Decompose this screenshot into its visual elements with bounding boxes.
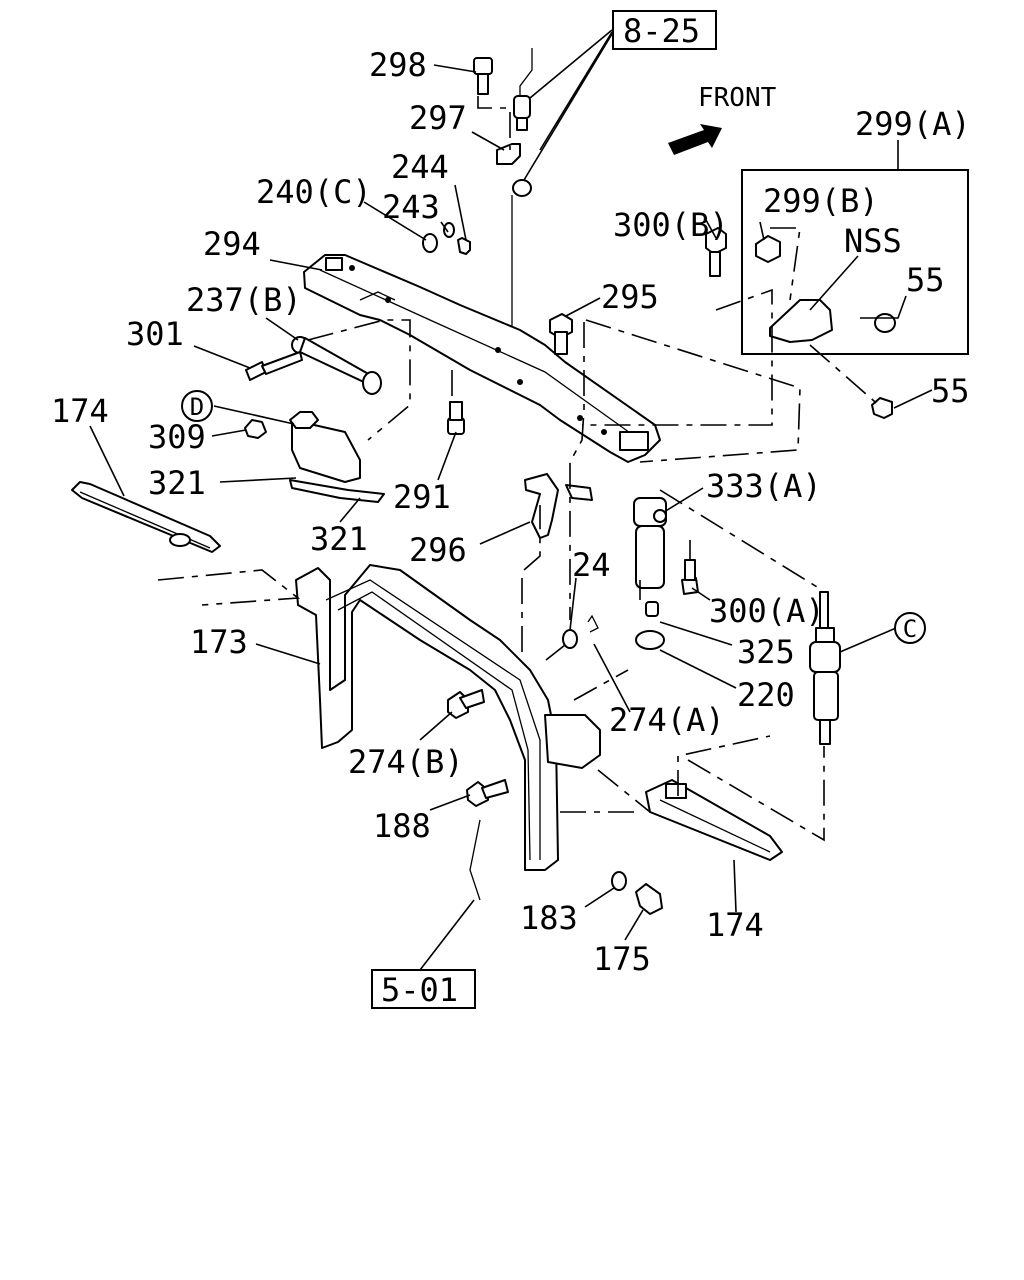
label-174-right[interactable]: 174: [706, 906, 764, 944]
parts-drawing: [71, 48, 896, 915]
label-244[interactable]: 244: [391, 148, 449, 186]
label-294[interactable]: 294: [203, 225, 261, 263]
svg-text:D: D: [190, 393, 204, 421]
label-295[interactable]: 295: [601, 278, 659, 316]
label-297[interactable]: 297: [409, 99, 467, 137]
label-291[interactable]: 291: [393, 478, 451, 516]
label-24[interactable]: 24: [572, 546, 611, 584]
label-300b[interactable]: 300(B): [613, 206, 729, 244]
label-220[interactable]: 220: [737, 676, 795, 714]
label-296[interactable]: 296: [409, 531, 467, 569]
label-274b[interactable]: 274(B): [348, 743, 464, 781]
label-240c[interactable]: 240(C): [256, 173, 372, 211]
label-299a[interactable]: 299(A): [855, 105, 971, 143]
callout-circle-d[interactable]: D: [181, 390, 213, 422]
svg-text:8-25: 8-25: [623, 12, 700, 50]
label-55-inset[interactable]: 55: [906, 261, 945, 299]
svg-text:FRONT: FRONT: [698, 83, 777, 113]
svg-text:C: C: [903, 615, 917, 643]
label-237b[interactable]: 237(B): [186, 281, 302, 319]
label-274a[interactable]: 274(A): [609, 701, 725, 739]
part-labels: 298 297 244 240(C) 243 294 237(B) 301 17…: [51, 46, 971, 978]
label-175[interactable]: 175: [593, 940, 651, 978]
label-300a[interactable]: 300(A): [709, 592, 825, 630]
label-188[interactable]: 188: [373, 807, 431, 845]
front-direction-indicator: FRONT: [668, 83, 777, 155]
label-321-upper[interactable]: 321: [148, 464, 206, 502]
label-nss[interactable]: NSS: [844, 222, 902, 260]
front-arrow-icon: [668, 124, 722, 155]
leader-lines: [89, 29, 933, 971]
label-243[interactable]: 243: [382, 188, 440, 226]
label-301[interactable]: 301: [126, 315, 184, 353]
ref-box-5-01[interactable]: 5-01: [371, 969, 476, 1009]
label-325[interactable]: 325: [737, 633, 795, 671]
label-321-lower[interactable]: 321: [310, 520, 368, 558]
label-299b[interactable]: 299(B): [763, 182, 879, 220]
label-183[interactable]: 183: [520, 899, 578, 937]
phantom-lines: [157, 96, 883, 842]
label-174-left[interactable]: 174: [51, 392, 109, 430]
label-333a[interactable]: 333(A): [706, 467, 822, 505]
svg-text:5-01: 5-01: [381, 971, 458, 1009]
label-298[interactable]: 298: [369, 46, 427, 84]
ref-box-8-25[interactable]: 8-25: [612, 10, 717, 50]
nss-inset-box: [741, 169, 969, 355]
label-55[interactable]: 55: [931, 372, 970, 410]
label-173[interactable]: 173: [190, 623, 248, 661]
label-309[interactable]: 309: [148, 418, 206, 456]
callout-circle-c[interactable]: C: [894, 612, 926, 644]
